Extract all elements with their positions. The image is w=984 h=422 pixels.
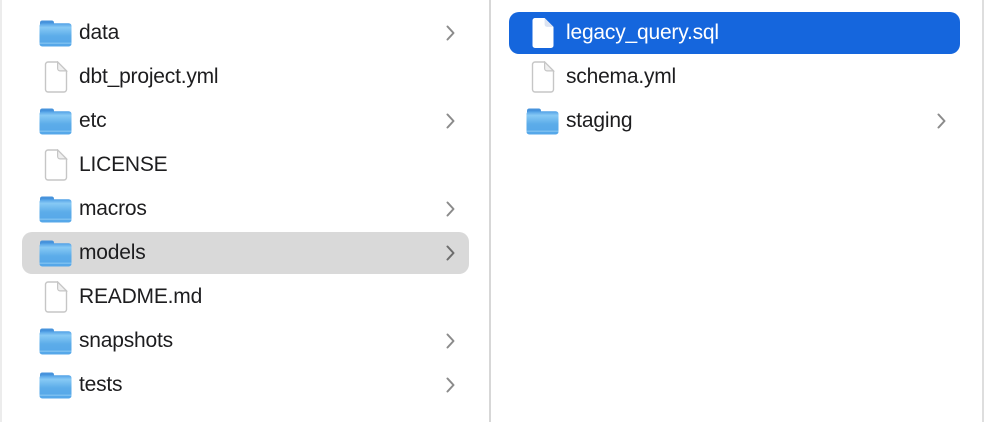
item-label: tests [79,373,123,396]
item-label: schema.yml [566,65,677,88]
item-icon [38,280,72,314]
item-label: dbt_project.yml [79,65,219,88]
item-icon [38,16,72,50]
item-icon [38,104,72,138]
folder-icon [39,240,71,266]
chevron-right-icon [446,201,455,217]
list-item-data[interactable]: data [22,12,469,54]
folder-icon [39,108,71,134]
item-icon [38,192,72,226]
item-icon [525,16,559,50]
item-icon [525,104,559,138]
folder-icon [39,196,71,222]
folder-icon [39,328,71,354]
item-icon [38,236,72,270]
chevron-right-icon [446,113,455,129]
list-item-legacy-query-sql[interactable]: legacy_query.sql [509,12,960,54]
folder-icon [39,20,71,46]
list-item-tests[interactable]: tests [22,364,469,406]
folder-icon [39,372,71,398]
item-icon [38,324,72,358]
item-label: models [79,241,146,264]
item-label: README.md [79,285,203,308]
file-icon [44,281,68,313]
item-label: staging [566,109,633,132]
folder-icon [526,108,558,134]
item-icon [38,60,72,94]
list-item-etc[interactable]: etc [22,100,469,142]
item-label: LICENSE [79,153,168,176]
list-item-license[interactable]: LICENSE [22,144,469,186]
list-item-schema-yml[interactable]: schema.yml [509,56,960,98]
item-icon [38,148,72,182]
item-label: snapshots [79,329,173,352]
file-icon [44,149,68,181]
chevron-right-icon [446,333,455,349]
list-item-models[interactable]: models [22,232,469,274]
item-label: legacy_query.sql [566,21,719,44]
file-icon [531,61,555,93]
chevron-right-icon [446,25,455,41]
list-item-readme-md[interactable]: README.md [22,276,469,318]
item-label: data [79,21,120,44]
column-right: legacy_query.sql [491,0,982,422]
column-left: data [2,0,491,422]
list-item-snapshots[interactable]: snapshots [22,320,469,362]
chevron-right-icon [937,113,946,129]
item-label: macros [79,197,147,220]
item-icon [525,60,559,94]
file-icon [44,61,68,93]
chevron-right-icon [446,377,455,393]
list-item-staging[interactable]: staging [509,100,960,142]
item-icon [38,368,72,402]
file-icon [532,18,554,48]
chevron-right-icon [446,245,455,261]
list-item-macros[interactable]: macros [22,188,469,230]
list-item-dbt-project-yml[interactable]: dbt_project.yml [22,56,469,98]
item-label: etc [79,109,107,132]
